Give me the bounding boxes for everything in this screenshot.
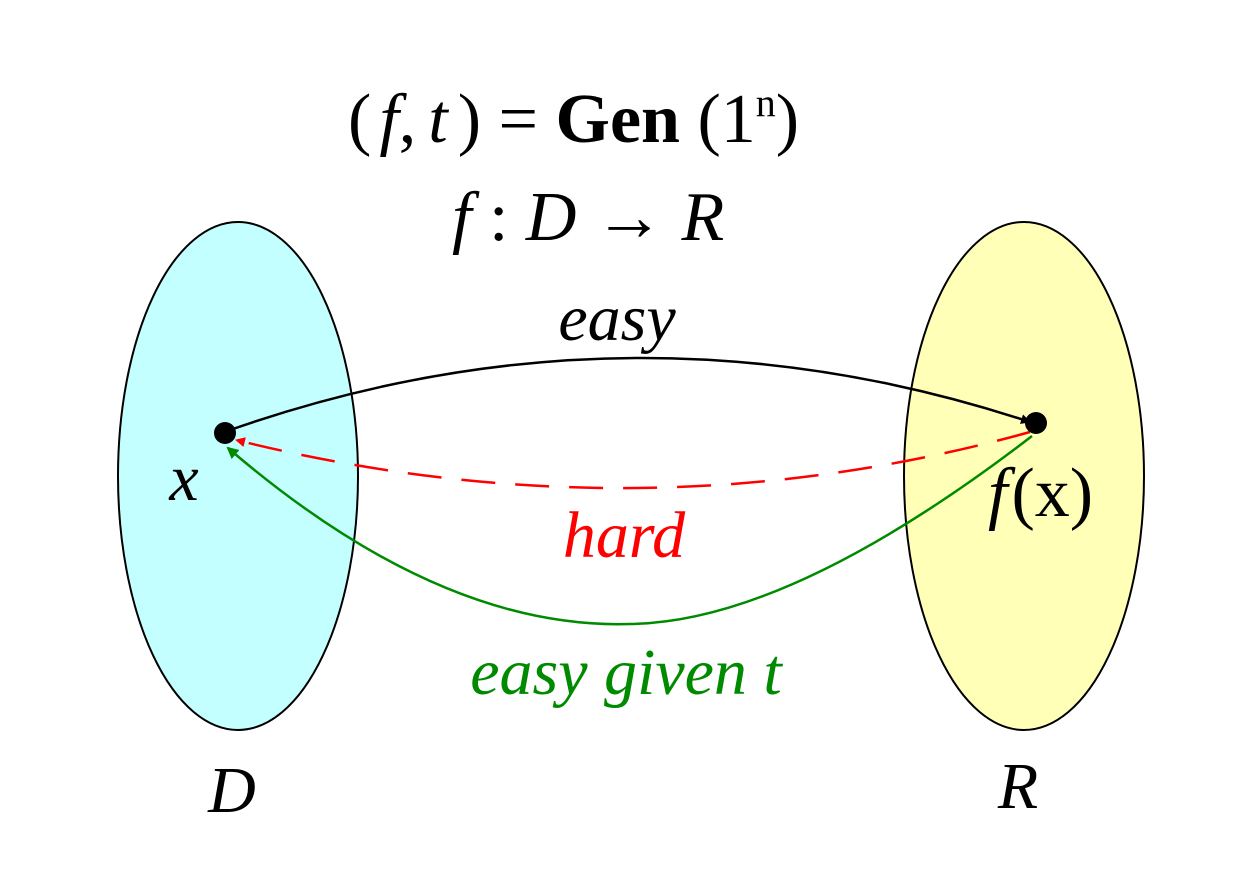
map-colon: : [471, 179, 525, 256]
map-R: R [680, 179, 724, 256]
gen-open-paren: ( [348, 81, 371, 158]
gen-close-eq: ) = [458, 81, 556, 158]
domain-set-ellipse [117, 221, 359, 731]
map-arrow: → [576, 179, 681, 256]
gen-equation: (f,t) = Gen (1n) [348, 80, 799, 158]
domain-label: D [207, 754, 256, 827]
easy-arrow [229, 356, 1031, 432]
gen-word: Gen [556, 81, 680, 158]
gen-arg-exponent: n [756, 80, 776, 125]
gen-comma: , [399, 81, 417, 158]
easy-given-t-label: easy given t [470, 636, 783, 709]
fx-point [1025, 412, 1047, 434]
map-equation: f : D → R [452, 179, 724, 256]
hard-label: hard [563, 499, 686, 572]
x-point [214, 422, 236, 444]
fx-label: f(x) [988, 455, 1093, 532]
range-label: R [997, 750, 1038, 823]
hard-arrow [235, 430, 1031, 490]
x-label: x [168, 442, 198, 515]
trapdoor-arrow [226, 435, 1033, 626]
range-set-ellipse [903, 221, 1145, 731]
gen-arg-close: ) [776, 81, 799, 158]
gen-t: t [428, 81, 449, 158]
gen-arg-open: (1 [680, 81, 756, 158]
fx-arg: (x) [1011, 455, 1093, 532]
easy-label: easy [558, 282, 676, 355]
map-D: D [525, 179, 577, 256]
